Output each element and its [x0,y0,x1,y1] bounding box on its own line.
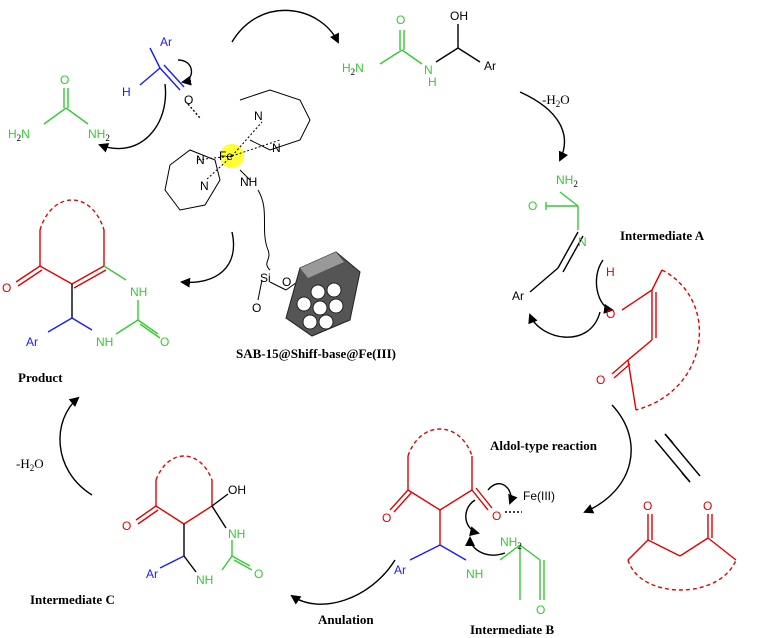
arrow-right-down [519,91,568,162]
aldol-label: Aldol-type reaction [490,438,598,453]
hemiaminal-molecule [379,24,481,65]
enol-h: H [606,265,615,279]
catalyst-n3: N [196,153,205,167]
enol-molecule [611,269,701,411]
arrow-b-nh2 [465,536,506,556]
product-molecule [15,199,161,339]
catalyst-n4: N [200,179,209,193]
intermediate-b-nh: NH [466,567,483,581]
catalyst-label: SAB-15@Shiff-base@Fe(III) [236,346,396,361]
diketone-molecule [627,514,737,591]
aldehyde-ar: Ar [160,35,172,49]
intermediate-b-o1: O [382,511,391,525]
urea-o: O [60,73,69,87]
imine-nh2: NH2 [556,173,578,189]
intermediate-c-ar: Ar [146,567,158,581]
urea-nh2: NH2 [88,127,110,143]
arrow-b-fe [487,483,518,505]
intermediate-c-o2: O [254,567,263,581]
arrow-oh-to-n [595,259,614,314]
product-label: Product [18,370,63,385]
arrow-left-up [59,396,93,496]
catalyst-o2: O [282,275,291,289]
hemiaminal-h2n: H2N [342,61,364,77]
catalyst-si: Si [260,271,271,285]
arrow-top [231,9,339,44]
cycle-arrows [59,9,632,605]
aldehyde-molecule [139,47,201,119]
intermediate-b-ar: Ar [394,563,406,577]
intermediate-c-o: O [122,519,131,533]
intermediate-b-label: Intermediate B [470,622,554,637]
arrow-b-coordination [465,499,480,537]
product-o: O [2,281,11,295]
catalyst-o1: O [252,301,261,315]
product-nh2: NH [96,335,113,349]
intermediate-c-oh: OH [228,483,246,497]
intermediate-c-label: Intermediate C [30,592,115,607]
imine-n: N [578,235,587,249]
intermediate-b-nh2: NH2 [500,535,522,551]
hemiaminal-oh: OH [450,9,468,23]
intermediate-b-molecule [389,428,545,600]
hemiaminal-n: N [424,63,433,77]
intermediate-a-label: Intermediate A [620,228,705,243]
hemiaminal-h: H [428,75,437,89]
catalyst-n2: N [272,141,281,155]
intermediate-b-o2: O [492,509,501,523]
silica-support-icon [285,251,361,337]
imine-ar: Ar [512,289,524,303]
enol-o2: O [596,373,605,387]
product-ar: Ar [26,335,38,349]
urea-molecule [43,88,89,125]
diketone-o2: O [703,499,712,513]
arrow-anulation [290,559,396,605]
hemiaminal-ar: Ar [484,59,496,73]
arrow-enol-attack [528,311,601,338]
product-nh1: NH [130,285,147,299]
catalyst-complex [164,89,311,301]
aldehyde-h: H [122,85,131,99]
imine-o: O [528,199,537,213]
imine-molecule [529,191,584,293]
intermediate-c-nh1: NH [228,527,245,541]
arrow-urea-attack [98,83,167,153]
aldehyde-o: O [184,93,193,107]
anulation-label: Anulation [318,612,374,627]
arrow-catalyst-to-product [180,231,235,288]
intermediate-c-nh2: NH [196,573,213,587]
equilibrium-arrows [654,433,701,483]
catalyst-fe: Fe [219,149,233,163]
urea-h2n: H2N [8,127,30,143]
arrow-co-to-fe [177,59,193,86]
catalyst-nh: NH [240,175,257,189]
intermediate-c-molecule [135,455,253,573]
product-o2: O [160,335,169,349]
water-loss-1: -H2O [542,92,570,109]
catalyst-n1: N [254,109,263,123]
enol-o: O [606,307,615,321]
intermediate-b-fe3: Fe(III) [523,489,555,503]
water-loss-2: -H2O [16,456,44,473]
intermediate-b-o3: O [536,603,545,617]
arrow-aldol [583,404,632,514]
diketone-o1: O [643,499,652,513]
hemiaminal-o: O [396,13,405,27]
